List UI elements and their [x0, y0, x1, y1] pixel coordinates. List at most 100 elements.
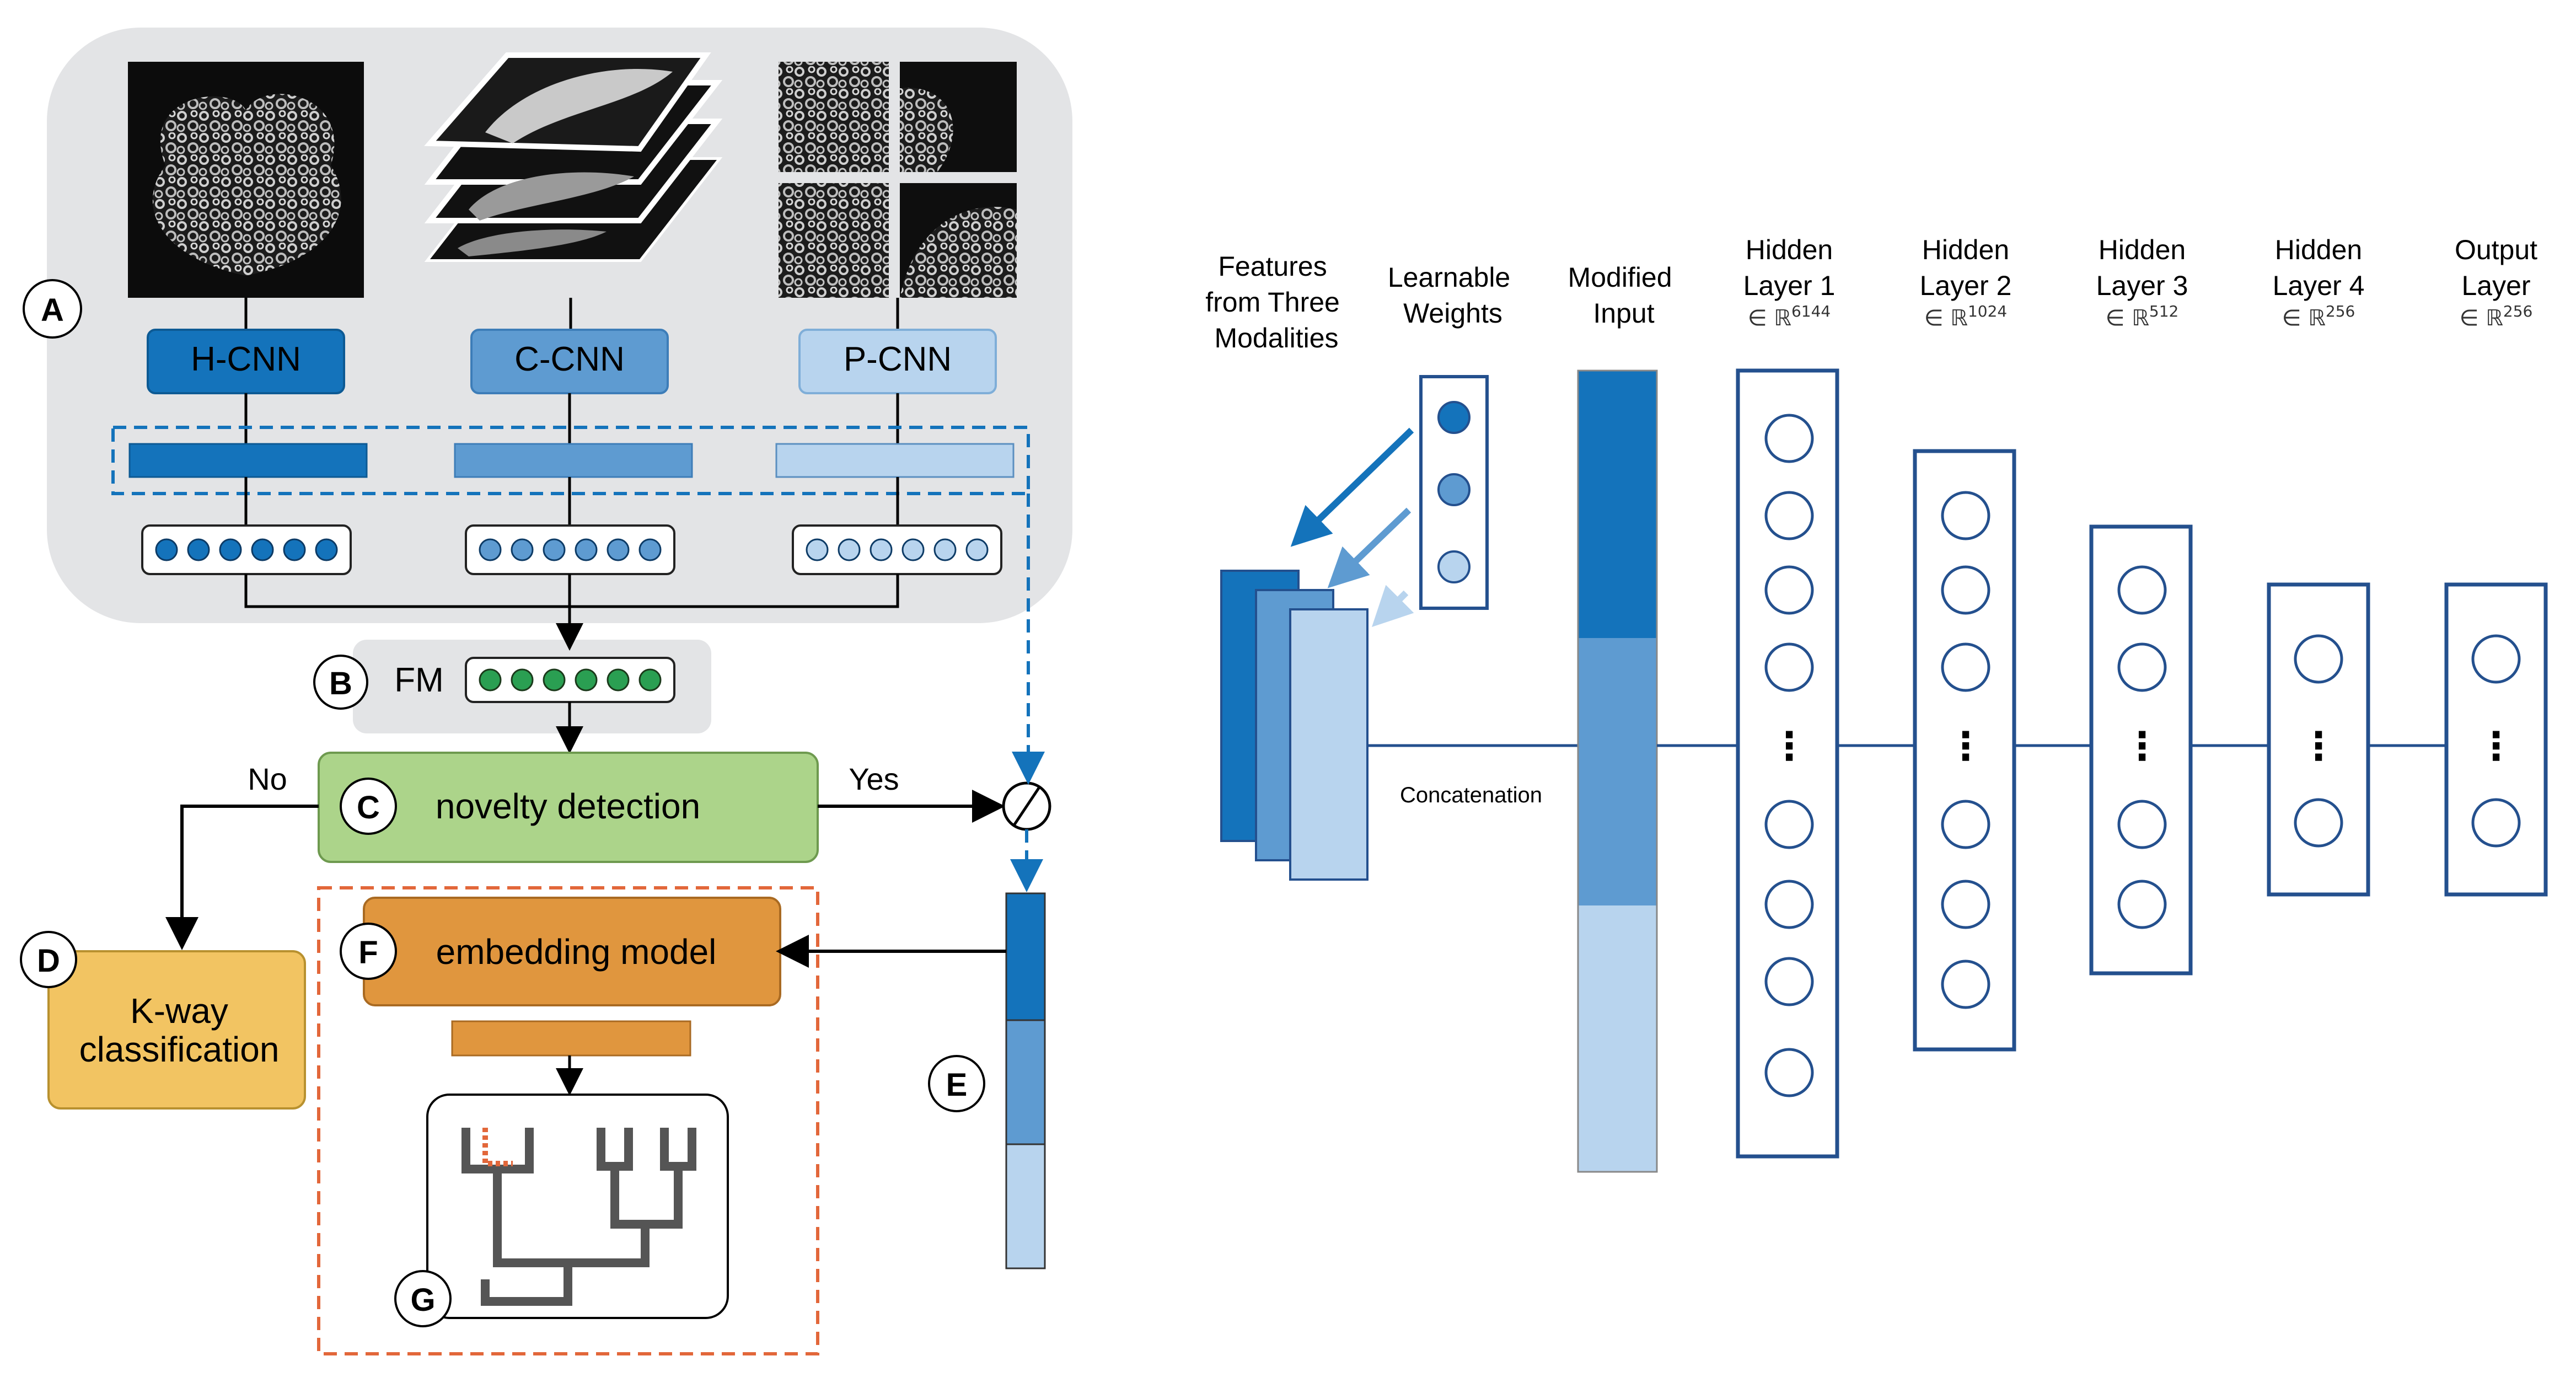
phylogenetic-tree-box — [426, 1094, 729, 1319]
svg-text:C: C — [357, 790, 380, 826]
svg-text:A: A — [41, 292, 64, 328]
neuron — [1764, 491, 1814, 540]
novelty-detection-label: novelty detection — [436, 786, 700, 826]
layer-header-line2: Layer 1 — [1743, 270, 1836, 301]
layer-header-line1: Hidden — [1922, 234, 2009, 265]
layer-header-line2: Layer — [2461, 270, 2530, 301]
c-cnn-box: C-CNN — [470, 329, 669, 394]
h-cnn-label: H-CNN — [191, 340, 301, 378]
layer-ellipsis: ⋮ — [2299, 724, 2338, 769]
yes-label: Yes — [849, 762, 899, 796]
neuron — [2117, 880, 2167, 929]
image-c-cnn-input — [424, 52, 723, 262]
c-cnn-label: C-CNN — [514, 340, 625, 378]
kway-line2: classification — [79, 1030, 280, 1069]
neuron — [1941, 491, 1990, 540]
layer-header-line1: Hidden — [1746, 234, 1833, 265]
layer-dimension: ∈ ℝ512 — [2106, 302, 2179, 331]
neuron — [1764, 957, 1814, 1006]
embedding-model-label: embedding model — [436, 932, 717, 972]
neuron — [1764, 880, 1814, 929]
left-diagram: H-CNN C-CNN P-CNN — [20, 28, 1072, 1355]
image-p-cnn-input — [779, 62, 1017, 298]
marker-b: B — [313, 655, 368, 710]
marker-d: D — [20, 931, 77, 988]
layer-ellipsis: ⋮ — [1946, 724, 1985, 769]
neuron — [1941, 880, 1990, 929]
p-feature-bar — [775, 443, 1015, 478]
neuron — [1764, 1048, 1814, 1097]
neuron — [2294, 634, 2343, 684]
p-cnn-box: P-CNN — [798, 329, 997, 394]
neuron — [2294, 798, 2343, 848]
neuron — [1764, 642, 1814, 692]
p-cnn-label: P-CNN — [844, 340, 952, 378]
fm-label: FM — [394, 661, 444, 699]
layer-dimension: ∈ ℝ256 — [2282, 302, 2355, 331]
layer-ellipsis: ⋮ — [1770, 724, 1808, 769]
layer-dimension: ∈ ℝ6144 — [1748, 302, 1831, 331]
layer-dimension: ∈ ℝ256 — [2460, 302, 2533, 331]
neuron — [1941, 565, 1990, 615]
novel-branch — [482, 1128, 513, 1166]
marker-c: C — [340, 778, 397, 835]
marker-f: F — [340, 923, 397, 980]
gate-symbol — [1002, 781, 1051, 831]
phylogenetic-tree — [461, 1128, 696, 1306]
neuron — [2117, 800, 2167, 849]
layer-header-line1: Hidden — [2275, 234, 2362, 265]
layer-1-box — [1736, 368, 1839, 1159]
p-dot-vector — [792, 524, 1002, 575]
right-diagram: Features from Three Modalities Learnable… — [1205, 234, 2548, 1173]
header-modified: Modified Input — [1568, 262, 1680, 329]
kway-line1: K-way — [130, 991, 228, 1031]
h-feature-bar — [128, 443, 368, 478]
layer-header-line1: Hidden — [2099, 234, 2186, 265]
concatenated-feature-vector — [1005, 892, 1046, 1269]
layer-header-line2: Layer 3 — [2096, 270, 2188, 301]
image-h-cnn-input — [128, 62, 364, 298]
neuron — [2471, 798, 2521, 848]
svg-text:G: G — [410, 1282, 435, 1318]
svg-text:D: D — [37, 943, 60, 979]
neuron — [1764, 800, 1814, 849]
neuron — [1941, 800, 1990, 849]
header-features: Features from Three Modalities — [1205, 251, 1348, 353]
embedding-output-bar — [451, 1020, 691, 1057]
header-weights: Learnable Weights — [1388, 262, 1518, 329]
h-cnn-box: H-CNN — [147, 329, 345, 394]
marker-a: A — [23, 279, 82, 339]
modified-input-vector — [1577, 369, 1658, 1173]
c-feature-bar — [454, 443, 693, 478]
no-label: No — [248, 762, 287, 796]
layer-ellipsis: ⋮ — [2123, 724, 2161, 769]
layer-ellipsis: ⋮ — [2477, 724, 2515, 769]
neuron — [2471, 634, 2521, 684]
svg-text:F: F — [358, 935, 378, 971]
svg-text:E: E — [946, 1067, 968, 1103]
c-dot-vector — [465, 524, 675, 575]
h-dot-vector — [141, 524, 352, 575]
neuron — [1764, 414, 1814, 463]
feature-dashed-region — [111, 426, 1030, 495]
layer-dimension: ∈ ℝ1024 — [1924, 302, 2008, 331]
neuron — [1941, 642, 1990, 692]
weight-1 — [1437, 401, 1471, 434]
marker-g: G — [394, 1270, 452, 1327]
marker-e: E — [928, 1055, 985, 1112]
concatenation-label: Concatenation — [1400, 783, 1542, 807]
svg-text:B: B — [329, 666, 352, 701]
weight-3 — [1437, 550, 1471, 583]
neuron — [1764, 565, 1814, 615]
layer-header-line2: Layer 2 — [1920, 270, 2012, 301]
fm-dot-vector — [465, 657, 675, 703]
neuron — [2117, 642, 2167, 692]
neuron — [1941, 960, 1990, 1009]
layer-header-line2: Layer 4 — [2273, 270, 2365, 301]
layer-header-line1: Output — [2455, 234, 2537, 265]
kway-classification-box — [47, 950, 306, 1110]
weight-2 — [1437, 473, 1471, 506]
layer-2-box — [1913, 449, 2016, 1052]
